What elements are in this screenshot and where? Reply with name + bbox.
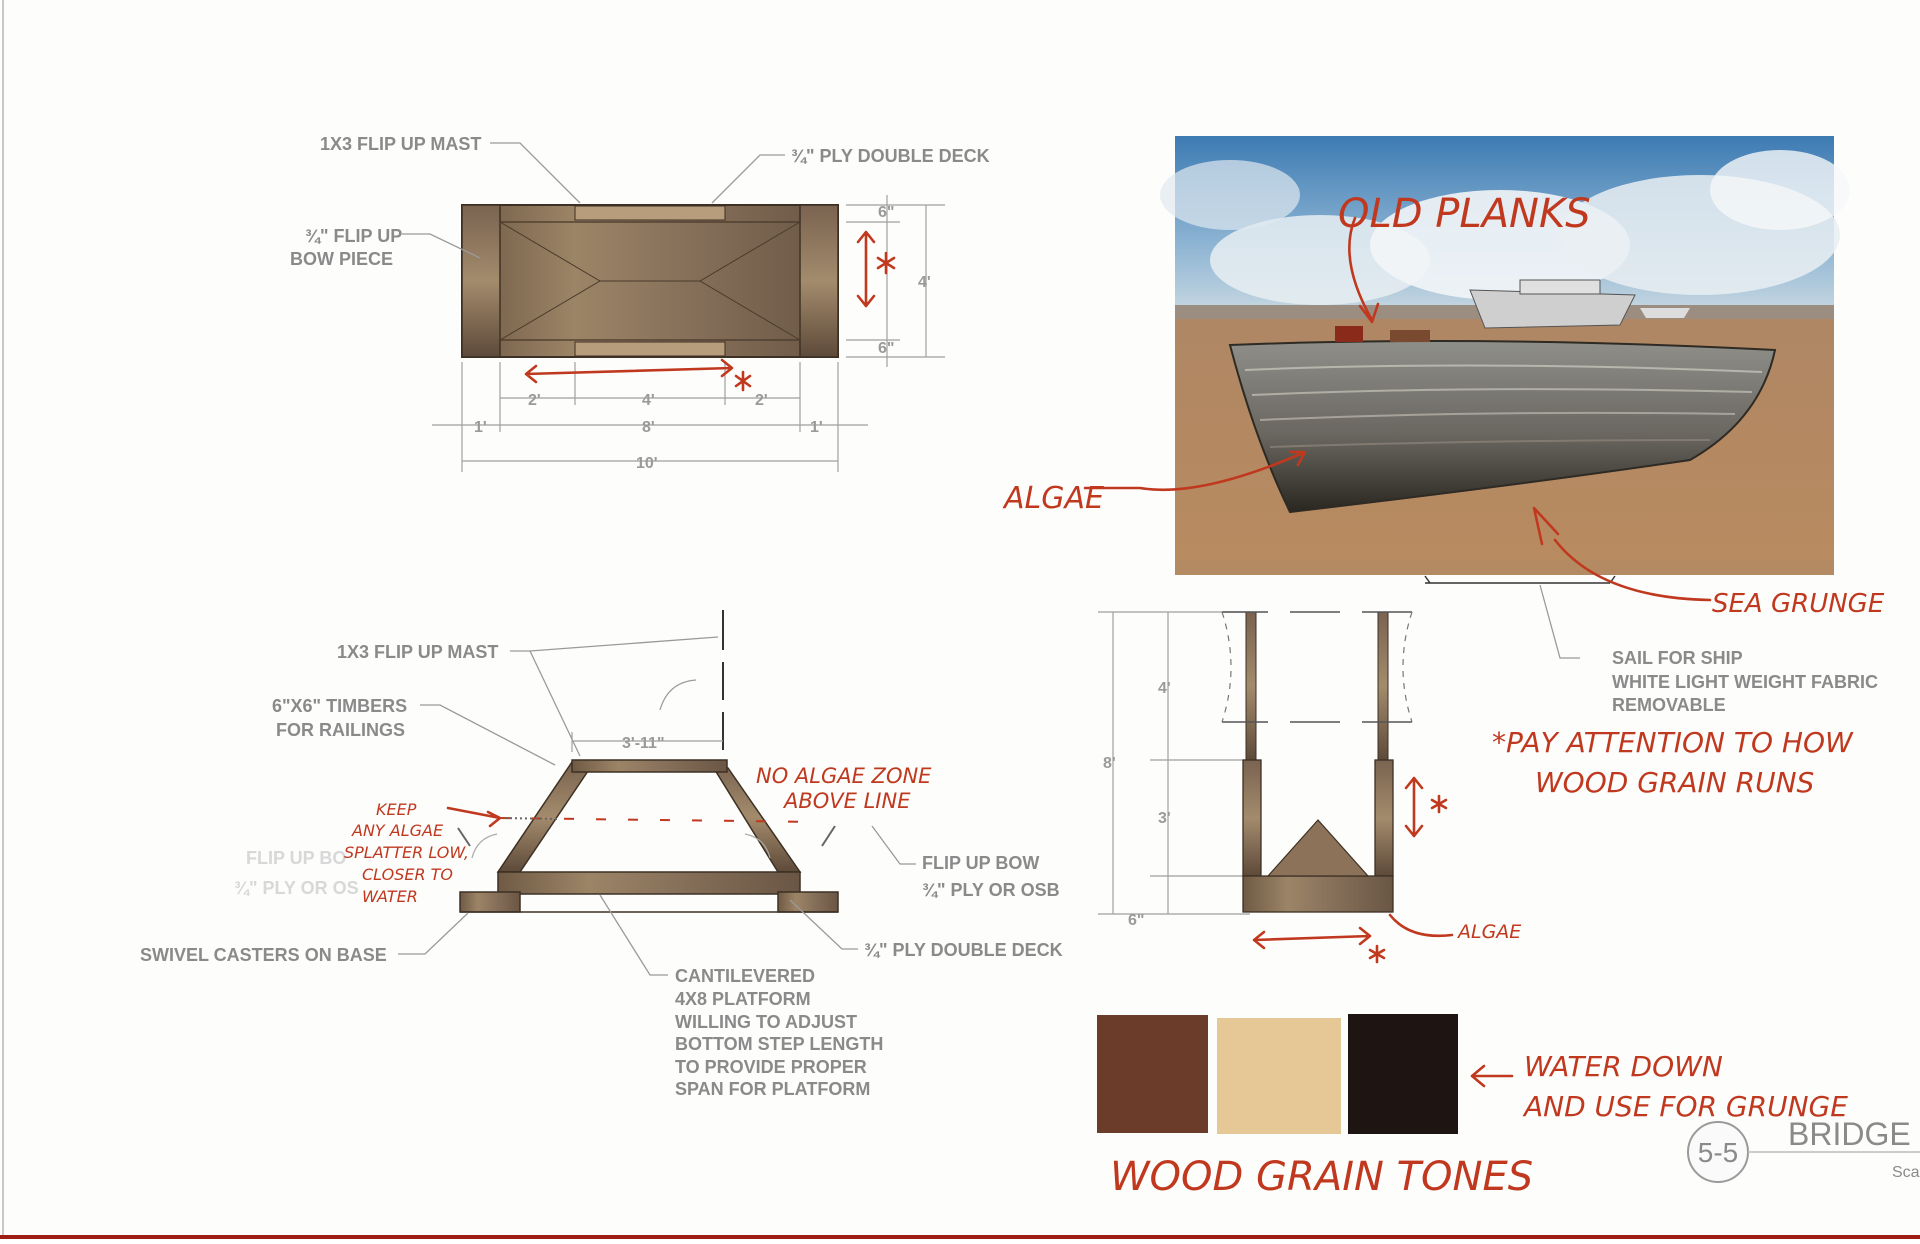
bottom-step-left [459, 891, 521, 913]
svg-text:WILLING TO ADJUST: WILLING TO ADJUST [675, 1012, 857, 1032]
mast-slot-top [574, 205, 726, 221]
bottom-step-right [777, 891, 839, 913]
algae-photo-label: ALGAE [1002, 481, 1104, 516]
end-post-right [1374, 759, 1394, 877]
dim-1-left: 1' [474, 419, 487, 436]
end-dim-8: 8' [1103, 755, 1116, 772]
svg-text:REMOVABLE: REMOVABLE [1612, 695, 1726, 715]
svg-text:KEEP: KEEP [376, 800, 417, 819]
dim-2-left: 2' [528, 392, 541, 409]
red-arrow-end-vertical [1404, 776, 1424, 838]
scale-label: Sca [1892, 1164, 1920, 1181]
top-dim: 3'-11" [622, 735, 665, 752]
red-arrow-vertical [856, 230, 876, 308]
bow-piece-right [799, 204, 839, 358]
tones-title: WOOD GRAIN TONES [1110, 1154, 1533, 1200]
end-deck [1242, 875, 1394, 913]
sea-grunge-label: SEA GRUNGE [1712, 589, 1885, 619]
swatch-black [1348, 1014, 1458, 1134]
side-deck-label: ¾" PLY DOUBLE DECK [864, 940, 1063, 960]
red-asterisk [876, 251, 896, 275]
no-algae-label-2: ABOVE LINE [782, 789, 911, 813]
dim-8-plan: 8' [642, 419, 655, 436]
dim-6-bot: 6" [878, 340, 894, 357]
side-bow-label-1: FLIP UP BOW [922, 853, 1039, 873]
mast-slot-bottom [574, 341, 726, 357]
red-arrow-end-horizontal [1252, 926, 1372, 950]
boat-hull [1228, 340, 1777, 514]
water-down-2: AND USE FOR GRUNGE [1522, 1090, 1848, 1123]
swatch-tan [1217, 1018, 1341, 1134]
red-arrow-horizontal [524, 358, 734, 384]
dim-6-top: 6" [878, 204, 894, 221]
svg-text:TO PROVIDE PROPER: TO PROVIDE PROPER [675, 1057, 867, 1077]
svg-text:ANY ALGAE: ANY ALGAE [351, 821, 444, 840]
old-planks-label: OLD PLANKS [1338, 191, 1591, 237]
sheet-number: 5-5 [1698, 1137, 1738, 1168]
plan-view: 1X3 FLIP UP MAST ¾" PLY DOUBLE DECK ¾" F… [290, 134, 990, 472]
swatch-dark-brown [1097, 1015, 1208, 1133]
end-dim-6: 6" [1128, 912, 1144, 929]
dim-4-mid: 4' [642, 392, 655, 409]
algae-end-label: ALGAE [1456, 921, 1521, 943]
end-view: 4' 8' 3' 6" SAIL FOR SHIP WHITE LIGHT WE… [1098, 584, 1878, 964]
plan-bow-label-1: ¾" FLIP UP [305, 226, 402, 246]
svg-text:SAIL FOR SHIP: SAIL FOR SHIP [1612, 648, 1743, 668]
title-block: 5-5 BRIDGE Sca [1687, 1116, 1920, 1183]
sheet-title: BRIDGE [1788, 1116, 1911, 1152]
left-railing [496, 761, 592, 873]
reference-photo [1160, 136, 1850, 584]
plan-bow-label-2: BOW PIECE [290, 249, 393, 269]
svg-text:CANTILEVERED: CANTILEVERED [675, 966, 815, 986]
plan-deck-label: ¾" PLY DOUBLE DECK [791, 146, 990, 166]
casters-label: SWIVEL CASTERS ON BASE [140, 945, 387, 965]
wood-tone-swatches [1097, 1014, 1458, 1134]
plan-mast-label: 1X3 FLIP UP MAST [320, 134, 481, 154]
grain-note-2: WOOD GRAIN RUNS [1535, 766, 1814, 799]
side-view: 1X3 FLIP UP MAST 6"X6" TIMBERS FOR RAILI… [140, 610, 1063, 1099]
algae-line [499, 817, 821, 823]
timbers-label-1: 6"X6" TIMBERS [272, 696, 407, 716]
svg-text:CLOSER TO: CLOSER TO [362, 865, 453, 884]
end-dim-3: 3' [1158, 810, 1171, 827]
side-bow-label-2: ¾" PLY OR OSB [922, 880, 1060, 900]
no-algae-label-1: NO ALGAE ZONE [756, 764, 932, 788]
deck-side [497, 871, 801, 895]
dim-4-plan: 4' [918, 274, 931, 291]
dim-2-right: 2' [755, 392, 768, 409]
red-asterisk [734, 370, 752, 392]
bow-piece-left [461, 204, 501, 358]
side-mast-label: 1X3 FLIP UP MAST [337, 642, 498, 662]
svg-text:BOTTOM STEP LENGTH: BOTTOM STEP LENGTH [675, 1034, 883, 1054]
ghost-label-1: FLIP UP BO [246, 848, 346, 868]
end-bow-piece [1266, 819, 1370, 877]
keep-algae-note: KEEP ANY ALGAE SPLATTER LOW, CLOSER TO W… [344, 800, 469, 906]
dim-1-right: 1' [810, 419, 823, 436]
end-post-left [1242, 759, 1262, 877]
top-rail [571, 759, 728, 773]
svg-text:WHITE LIGHT WEIGHT FABRIC: WHITE LIGHT WEIGHT FABRIC [1612, 672, 1878, 692]
svg-text:4X8 PLATFORM: 4X8 PLATFORM [675, 989, 811, 1009]
end-mast-right [1377, 611, 1389, 761]
platform-note: CANTILEVERED 4X8 PLATFORM WILLING TO ADJ… [675, 966, 883, 1099]
end-dim-4: 4' [1158, 680, 1171, 697]
dim-10: 10' [636, 455, 658, 472]
ghost-label-2: ¾" PLY OR OS [234, 878, 359, 898]
svg-text:WATER: WATER [362, 887, 418, 906]
svg-text:SPLATTER LOW,: SPLATTER LOW, [344, 843, 469, 862]
bottom-border [0, 1235, 1920, 1239]
sail-note: SAIL FOR SHIP WHITE LIGHT WEIGHT FABRIC … [1612, 648, 1878, 715]
end-mast-left [1245, 611, 1257, 761]
svg-text:SPAN FOR PLATFORM: SPAN FOR PLATFORM [675, 1079, 870, 1099]
timbers-label-2: FOR RAILINGS [276, 720, 405, 740]
water-down-1: WATER DOWN [1524, 1050, 1723, 1083]
grain-note-1: *PAY ATTENTION TO HOW [1492, 726, 1854, 759]
